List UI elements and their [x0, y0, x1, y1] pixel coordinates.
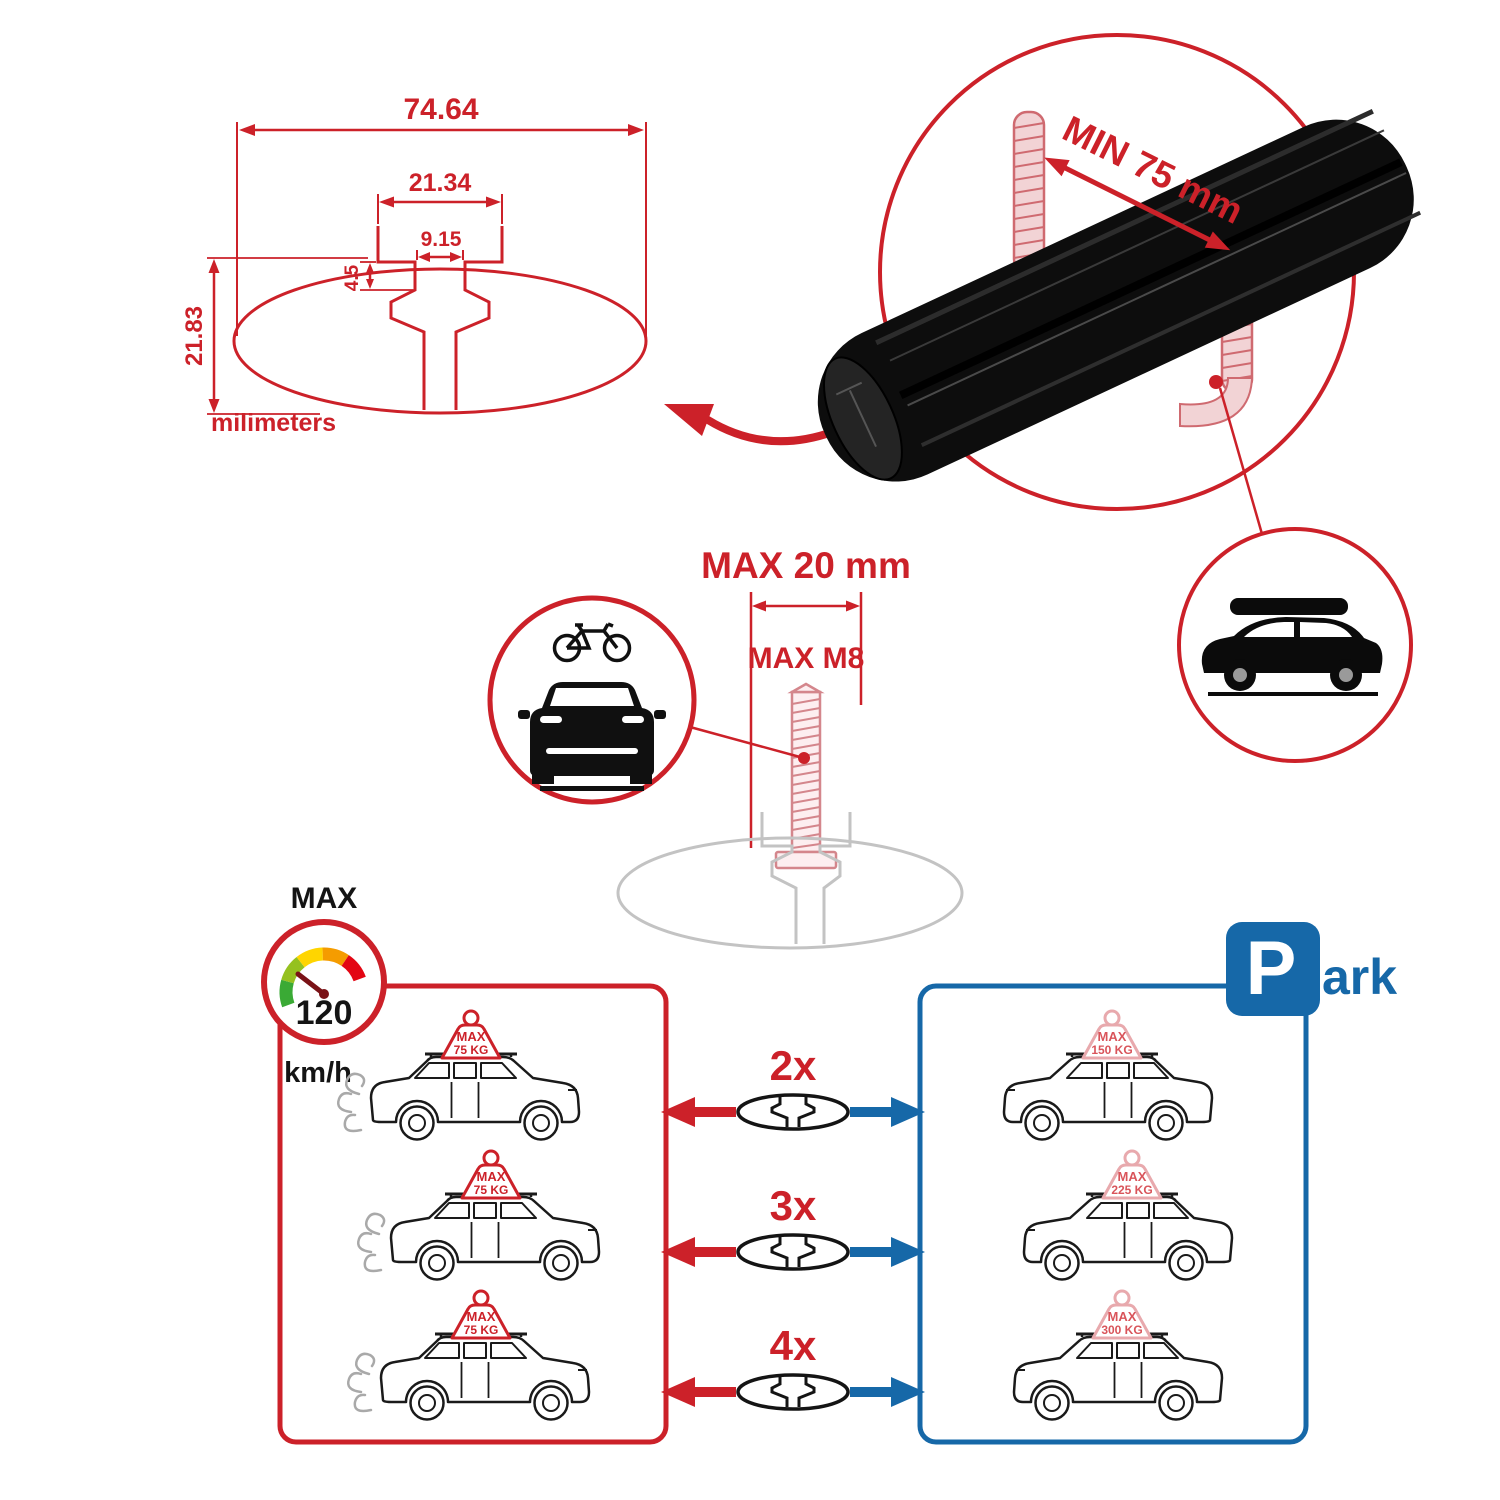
speedometer-needle — [295, 971, 327, 997]
arrowhead — [208, 259, 220, 273]
tent-label: MAX — [477, 1169, 506, 1184]
dim-slot-width: 9.15 — [421, 228, 462, 251]
arrowhead — [846, 600, 860, 612]
speed-max-label: MAX — [291, 882, 358, 915]
parked-car-row-1: MAX 150 KG — [1002, 1009, 1214, 1141]
faded-profile — [616, 812, 964, 950]
qty-label: 2x — [770, 1042, 817, 1089]
arrowhead — [366, 263, 374, 273]
profile-ellipse — [232, 267, 648, 415]
dim-slot-depth: 4.5 — [342, 264, 363, 291]
parked-car-row-3: MAX 300 KG — [1012, 1289, 1224, 1421]
driving-car-row-1: MAX 75 KG — [336, 1009, 581, 1141]
speed-limit-badge: MAX 120 km/h — [261, 882, 387, 1089]
qty-label: 3x — [770, 1182, 817, 1229]
parking-letter: P — [1246, 926, 1297, 1011]
callout-dot — [798, 752, 810, 764]
tent-label: MAX — [457, 1029, 486, 1044]
arrowhead — [752, 600, 766, 612]
callout-dot — [1209, 375, 1223, 389]
qty-label: 4x — [770, 1322, 817, 1369]
speed-unit: km/h — [284, 1057, 352, 1089]
tent-value: 300 KG — [1101, 1323, 1142, 1337]
roofbox-car-circle — [1177, 527, 1413, 763]
speedometer-icon — [261, 919, 387, 1045]
max-length-label: MAX 20 mm — [701, 545, 911, 586]
bike-car-circle — [487, 595, 810, 805]
tent-label: MAX — [1098, 1029, 1127, 1044]
callout-line — [689, 725, 801, 759]
crossbar-detail-circle: MIN 75 mm — [817, 33, 1422, 535]
tent-label: MAX — [467, 1309, 496, 1324]
tent-value: 75 KG — [464, 1323, 499, 1337]
tent-label: MAX — [1108, 1309, 1137, 1324]
profile-dimension-drawing: 74.64 21.34 9.15 4.5 21.83 milimeters — [181, 93, 648, 437]
roofbox-suv-icon — [1201, 598, 1383, 696]
speed-value: 120 — [296, 994, 353, 1032]
bar-qty-row-3: 4x — [661, 1322, 925, 1409]
arrowhead — [366, 279, 374, 289]
arrowhead — [486, 196, 501, 208]
bolt-spec-diagram: MAX 20 mm MAX M8 — [487, 545, 964, 950]
tent-value: 150 KG — [1091, 1043, 1132, 1057]
units-label: milimeters — [211, 409, 336, 437]
tent-value: 75 KG — [474, 1183, 509, 1197]
parking-rest: ark — [1322, 949, 1397, 1005]
arrowhead — [239, 124, 255, 136]
park-sign: P ark — [1226, 922, 1397, 1016]
dim-total-height: 21.83 — [181, 306, 208, 366]
bar-qty-row-1: 2x — [661, 1042, 925, 1129]
max-thread-label: MAX M8 — [748, 642, 865, 675]
arrowhead — [208, 399, 220, 413]
profile-channel-right — [454, 226, 504, 410]
driving-car-row-2: MAX 75 KG — [356, 1149, 601, 1281]
driving-car-row-3: MAX 75 KG — [346, 1289, 591, 1421]
dim-channel-width: 21.34 — [409, 169, 472, 197]
crossbar-3d — [817, 108, 1422, 482]
arrowhead — [379, 196, 394, 208]
profile-channel-left — [376, 226, 426, 410]
load-comparison: MAX 120 km/h P ark MAX 75 KG — [261, 882, 1397, 1445]
parked-car-row-2: MAX 225 KG — [1022, 1149, 1234, 1281]
parking-square — [1226, 922, 1320, 1016]
bicycle-icon — [552, 622, 632, 663]
arrowhead — [628, 124, 644, 136]
callout-line — [1218, 387, 1264, 535]
tent-value: 225 KG — [1111, 1183, 1152, 1197]
dim-total-width: 74.64 — [403, 93, 478, 126]
bar-qty-row-2: 3x — [661, 1182, 925, 1269]
car-front-icon — [518, 682, 666, 784]
bolt-icon — [774, 682, 838, 870]
tent-value: 75 KG — [454, 1043, 489, 1057]
arrowhead — [450, 252, 462, 262]
arrowhead — [418, 252, 430, 262]
ground-line — [540, 786, 644, 791]
tent-label: MAX — [1118, 1169, 1147, 1184]
